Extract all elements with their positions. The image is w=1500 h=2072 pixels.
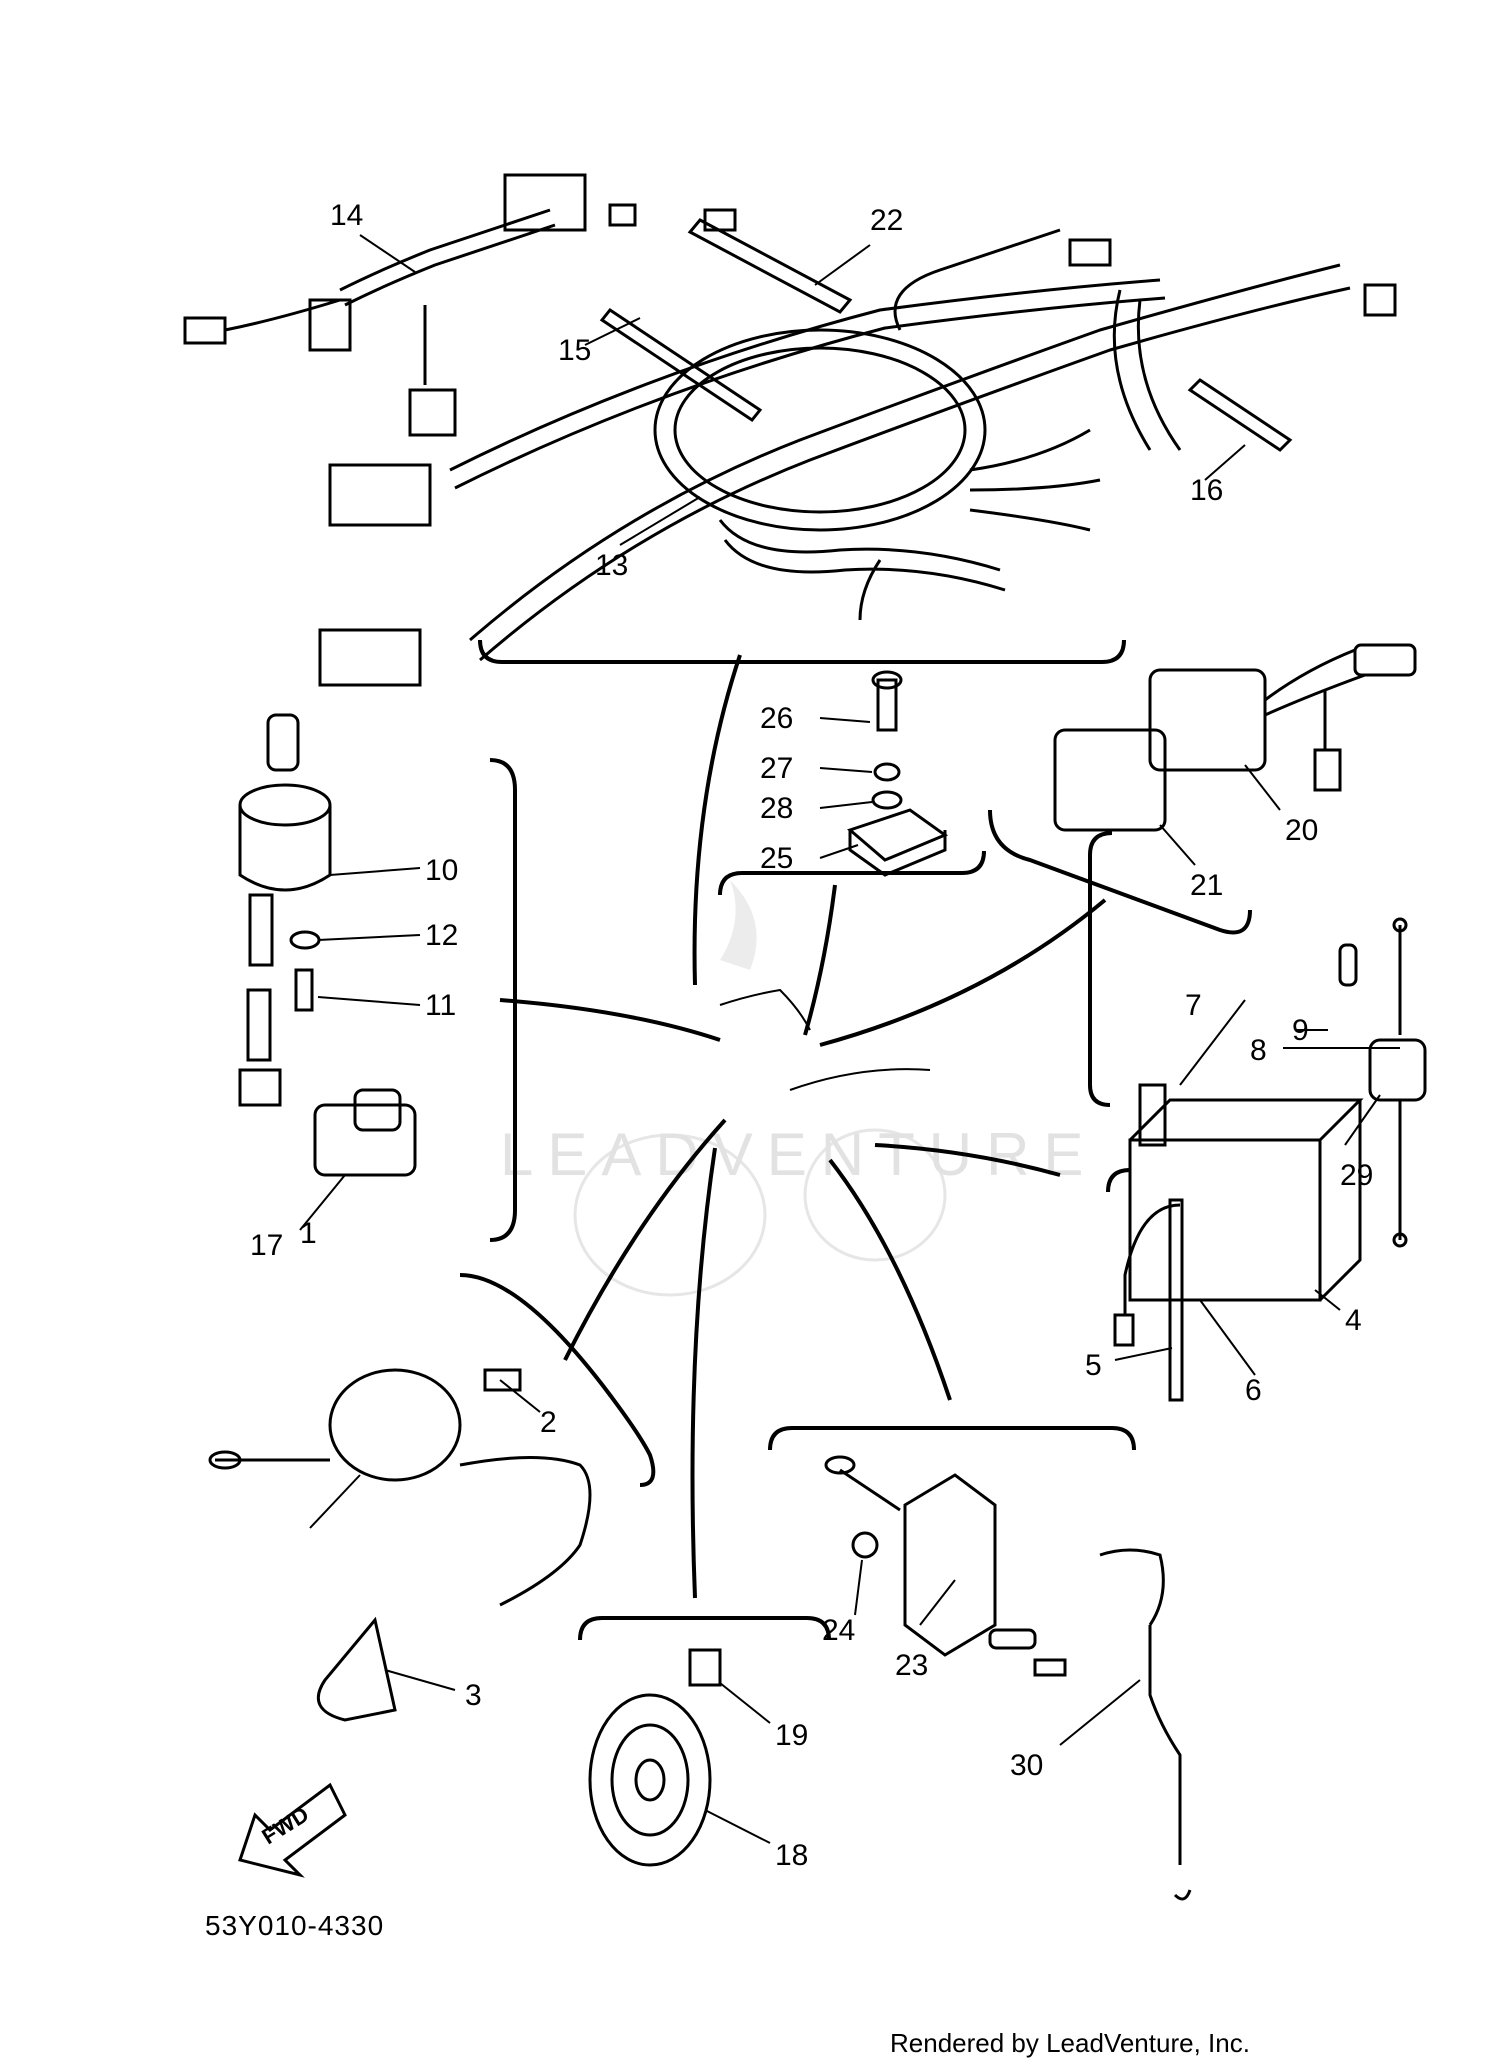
rectifier-group bbox=[768, 1426, 1192, 1901]
callout-28: 28 bbox=[760, 792, 793, 825]
callout-27: 27 bbox=[760, 752, 793, 785]
callout-22: 22 bbox=[870, 204, 903, 237]
watermark-logo: LEADVENTURE bbox=[500, 880, 1097, 1297]
callout-10: 10 bbox=[425, 854, 458, 887]
callout-8: 8 bbox=[1250, 1034, 1267, 1067]
callout-29: 29 bbox=[1340, 1159, 1373, 1192]
regulator-group bbox=[718, 670, 986, 896]
callout-30: 30 bbox=[1010, 1749, 1043, 1782]
callout-1: 1 bbox=[300, 1217, 317, 1250]
callout-13: 13 bbox=[595, 549, 628, 582]
callout-9: 9 bbox=[1292, 1014, 1309, 1047]
footer-credit: Rendered by LeadVenture, Inc. bbox=[890, 2028, 1250, 2058]
callout-26: 26 bbox=[760, 702, 793, 735]
harness-bracket bbox=[478, 639, 1126, 664]
callout-3: 3 bbox=[465, 1679, 482, 1712]
wire-harness-group bbox=[183, 173, 1397, 687]
callout-23: 23 bbox=[895, 1649, 928, 1682]
callout-7: 7 bbox=[1185, 989, 1202, 1022]
callout-19: 19 bbox=[775, 1719, 808, 1752]
diagram-code: 53Y010-4330 bbox=[205, 1910, 384, 1941]
callout-2: 2 bbox=[540, 1406, 557, 1439]
callout-4: 4 bbox=[1345, 1304, 1362, 1337]
callout-21: 21 bbox=[1190, 869, 1223, 902]
horn-group bbox=[578, 1616, 831, 1867]
connection-arrows bbox=[499, 654, 1107, 1599]
watermark-text: LEADVENTURE bbox=[500, 1121, 1097, 1188]
fwd-arrow: FWD bbox=[238, 1782, 347, 1878]
callout-18: 18 bbox=[775, 1839, 808, 1872]
callout-11: 11 bbox=[425, 989, 456, 1022]
cable-group bbox=[1338, 917, 1427, 1248]
callout-14: 14 bbox=[330, 199, 363, 232]
battery-group bbox=[1088, 831, 1364, 1402]
callout-6: 6 bbox=[1245, 1374, 1262, 1407]
callout-25: 25 bbox=[760, 842, 793, 875]
callout-17: 17 bbox=[250, 1229, 283, 1262]
callout-20: 20 bbox=[1285, 814, 1318, 847]
leader-lines bbox=[299, 234, 1400, 1844]
callout-16: 16 bbox=[1190, 474, 1223, 507]
motorcycle-silhouette bbox=[719, 988, 931, 1091]
callout-15: 15 bbox=[558, 334, 591, 367]
callout-5: 5 bbox=[1085, 1349, 1102, 1382]
relay-group bbox=[988, 643, 1417, 935]
main-switch-group bbox=[238, 713, 517, 1242]
callout-12: 12 bbox=[425, 919, 458, 952]
callout-24: 24 bbox=[822, 1614, 855, 1647]
ignition-coil-group bbox=[208, 1273, 656, 1722]
fwd-label: FWD bbox=[257, 1801, 313, 1849]
